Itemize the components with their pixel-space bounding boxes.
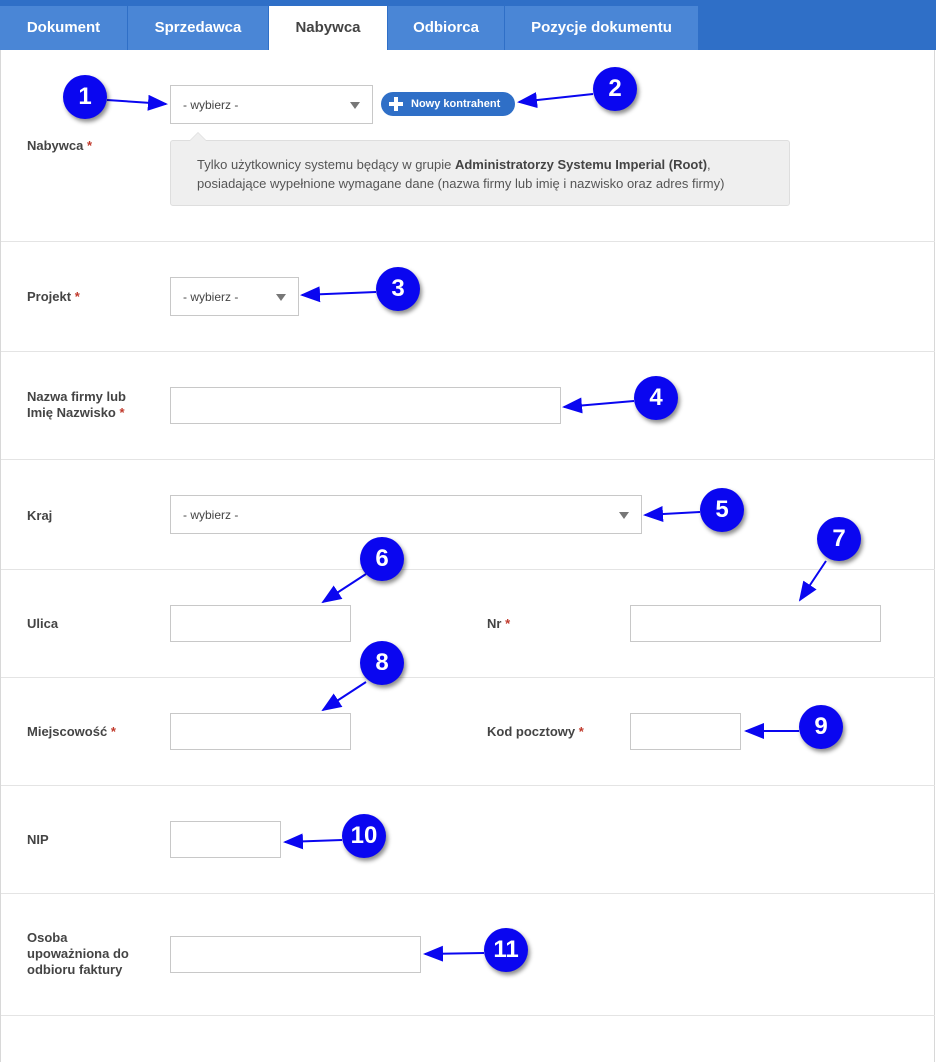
tab-dokument[interactable]: Dokument (0, 6, 127, 50)
nabywca-select-value: - wybierz - (183, 97, 239, 112)
row-divider (1, 893, 935, 894)
new-contractor-button[interactable]: Nowy kontrahent (381, 92, 515, 116)
chevron-down-icon (350, 101, 360, 109)
annotation-marker-9: 9 (799, 705, 843, 749)
annotation-marker-11: 11 (484, 928, 528, 972)
nip-label: NIP (27, 832, 49, 847)
chevron-down-icon (619, 511, 629, 519)
chevron-down-icon (276, 293, 286, 301)
tab-sprzedawca[interactable]: Sprzedawca (128, 6, 268, 50)
ulica-label: Ulica (27, 616, 59, 631)
kraj-select-value: - wybierz - (183, 507, 239, 522)
info-line-2: posiadające wypełnione wymagane dane (na… (197, 176, 725, 191)
projekt-select-value: - wybierz - (183, 289, 239, 304)
annotation-marker-1: 1 (63, 75, 107, 119)
annotation-marker-6: 6 (360, 537, 404, 581)
annotation-marker-7: 7 (817, 517, 861, 561)
nr-input[interactable] (630, 605, 881, 642)
annotation-marker-2: 2 (593, 67, 637, 111)
row-divider (1, 459, 935, 460)
projekt-select[interactable]: - wybierz - (170, 277, 299, 316)
new-contractor-label: Nowy kontrahent (411, 98, 501, 110)
annotation-marker-10: 10 (342, 814, 386, 858)
nazwa-label: Nazwa firmy lub Imię Nazwisko * (27, 389, 126, 420)
osoba-upowazniona-input[interactable] (170, 936, 421, 973)
kraj-select[interactable]: - wybierz - (170, 495, 642, 534)
kod-pocztowy-label: Kod pocztowy * (487, 724, 584, 739)
annotation-marker-8: 8 (360, 641, 404, 685)
plus-icon (389, 97, 403, 111)
miejscowosc-label: Miejscowość * (27, 724, 116, 739)
nazwa-input[interactable] (170, 387, 561, 424)
form-panel (0, 50, 935, 1062)
row-divider (1, 351, 935, 352)
annotation-marker-3: 3 (376, 267, 420, 311)
row-divider (1, 677, 935, 678)
kraj-label: Kraj (27, 508, 53, 523)
annotation-marker-4: 4 (634, 376, 678, 420)
tab-odbiorca[interactable]: Odbiorca (388, 6, 504, 50)
info-line-1: Tylko użytkownicy systemu będący w grupi… (197, 157, 711, 172)
nabywca-select[interactable]: - wybierz - (170, 85, 373, 124)
row-divider (1, 569, 935, 570)
tab-pozycje-dokumentu[interactable]: Pozycje dokumentu (505, 6, 698, 50)
row-divider (1, 1015, 935, 1016)
tab-nabywca[interactable]: Nabywca (269, 6, 387, 50)
info-tooltip: Tylko użytkownicy systemu będący w grupi… (170, 132, 790, 206)
nip-input[interactable] (170, 821, 281, 858)
annotation-marker-5: 5 (700, 488, 744, 532)
ulica-input[interactable] (170, 605, 351, 642)
tab-bar: Dokument Sprzedawca Nabywca Odbiorca Poz… (0, 0, 936, 50)
kod-pocztowy-input[interactable] (630, 713, 741, 750)
nr-label: Nr * (487, 616, 511, 631)
miejscowosc-input[interactable] (170, 713, 351, 750)
row-divider (1, 785, 935, 786)
projekt-label: Projekt * (27, 289, 80, 304)
nabywca-label: Nabywca * (27, 138, 93, 153)
osoba-upowazniona-label: Osoba upoważniona do odbioru faktury (27, 930, 129, 977)
row-divider (1, 241, 935, 242)
